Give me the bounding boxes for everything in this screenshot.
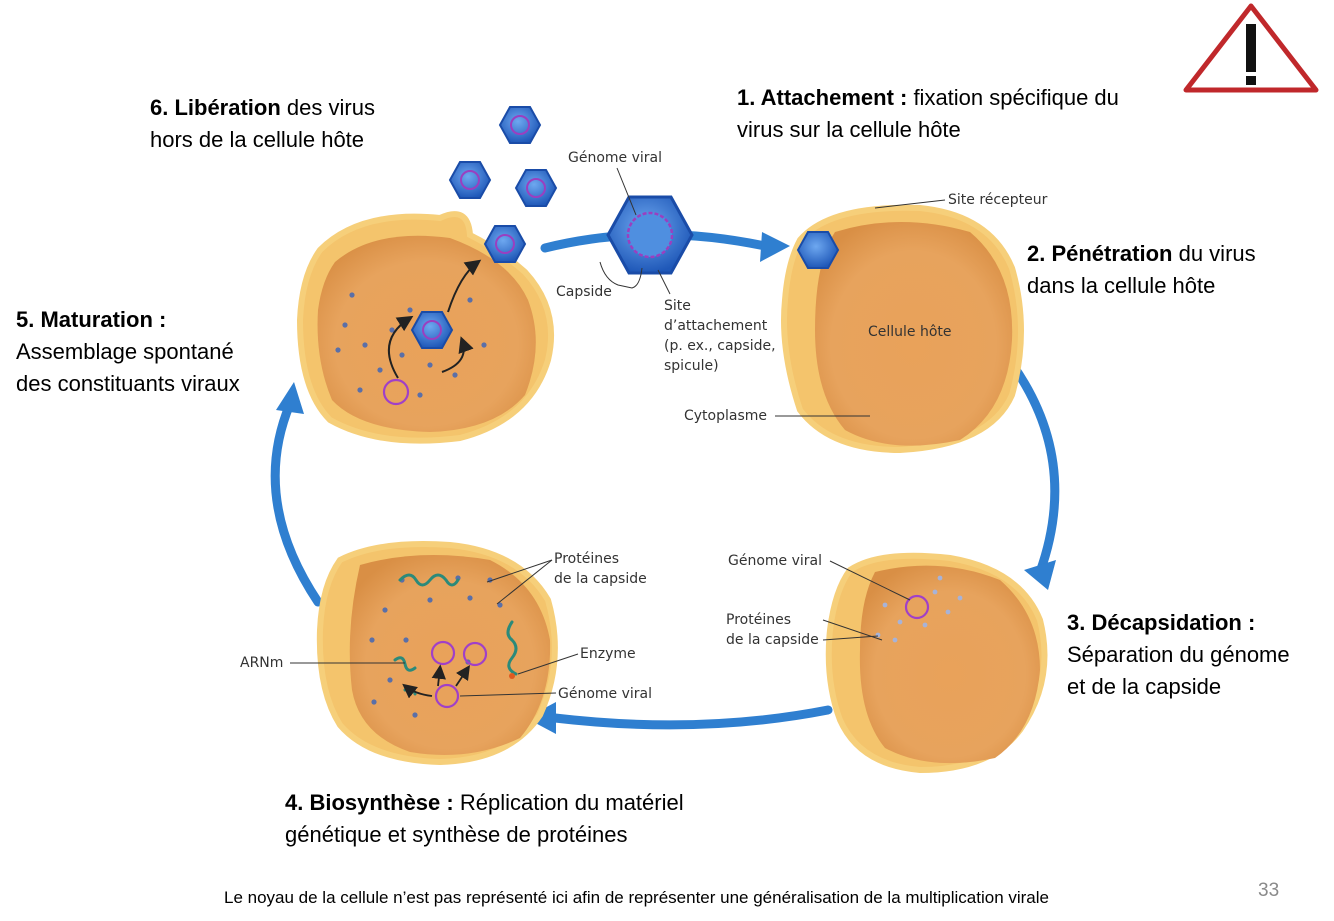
cell-uncoating (825, 552, 1048, 774)
label-cellule-hote: Cellule hôte (868, 324, 952, 340)
label-proteines-capside-s4: Protéines de la capside (554, 549, 647, 589)
footnote: Le noyau de la cellule n’est pas représe… (224, 888, 1049, 907)
leader-lines (290, 167, 946, 697)
cytoplasm-particles (335, 292, 503, 718)
label-capside: Capside (556, 284, 612, 300)
step-6-text: 6. Libération des virus hors de la cellu… (150, 92, 375, 156)
arrow-uncoat-to-biosynth (550, 705, 833, 730)
step-4-line1: Réplication du matériel (453, 790, 684, 815)
step-1-line1: fixation spécifique du (907, 85, 1119, 110)
cell-biosynthesis (316, 541, 558, 766)
label-genome-viral-s3: Génome viral (728, 553, 823, 569)
arrow-penetration-to-uncoat (1007, 359, 1060, 577)
step-4-text: 4. Biosynthèse : Réplication du matériel… (285, 787, 684, 851)
biosynthesis-arrows (402, 664, 470, 699)
biosynthesis-genomes (430, 640, 488, 709)
assembling-virus (410, 311, 454, 349)
step-3-line2: Séparation du génome (1067, 642, 1290, 667)
step-1-line2: virus sur la cellule hôte (737, 117, 961, 142)
label-proteines-capside-s3: Protéines de la capside (726, 610, 819, 650)
step-2-line2: dans la cellule hôte (1027, 273, 1216, 298)
step-5-title: 5. Maturation : (16, 307, 167, 332)
label-enzyme: Enzyme (580, 646, 636, 662)
step-4-line2: génétique et synthèse de protéines (285, 822, 628, 847)
cell-host (781, 204, 1024, 454)
step-2-line1: du virus (1172, 241, 1256, 266)
label-proteines-s3-l2: de la capside (726, 632, 819, 648)
maturation-arrows (388, 259, 482, 379)
label-site-attachement-l3: (p. ex., capside, (664, 338, 776, 354)
genome-circle-maturation (382, 378, 410, 406)
warning-triangle-icon (1183, 3, 1319, 93)
step-1-text: 1. Attachement : fixation spécifique du … (737, 82, 1119, 146)
genome-circle-uncoating (904, 594, 930, 620)
label-cytoplasme: Cytoplasme (684, 408, 768, 424)
step-3-title: 3. Décapsidation : (1067, 610, 1256, 635)
step-1-title: 1. Attachement : (737, 85, 908, 110)
step-6-line2: hors de la cellule hôte (150, 127, 365, 152)
label-site-attachement-l1: Site (664, 298, 691, 314)
step-4-title: 4. Biosynthèse : (285, 790, 454, 815)
label-proteines-s3-l1: Protéines (726, 612, 791, 628)
enzyme-dot (509, 673, 515, 679)
step-6-line1: des virus (280, 95, 375, 120)
step-5-line3: des constituants viraux (16, 371, 240, 396)
step-6-title: 6. Libération (150, 95, 281, 120)
step-5-text: 5. Maturation : Assemblage spontané des … (16, 304, 240, 400)
label-arnm: ARNm (240, 655, 284, 671)
label-site-attachement-l4: spicule) (664, 358, 719, 374)
label-site-attachement: Site d’attachement (p. ex., capside, spi… (664, 296, 776, 376)
label-proteines-s4-l1: Protéines (554, 551, 619, 567)
virus-detail (606, 195, 694, 275)
released-viruses (448, 106, 558, 263)
step-5-line2: Assemblage spontané (16, 339, 234, 364)
page-number: 33 (1258, 880, 1280, 901)
label-site-attachement-l2: d’attachement (664, 318, 768, 334)
arrow-biosynth-to-maturation (270, 399, 323, 607)
label-genome-viral-s4: Génome viral (558, 686, 653, 702)
step-2-title: 2. Pénétration (1027, 241, 1173, 266)
label-proteines-s4-l2: de la capside (554, 571, 647, 587)
step-3-line3: et de la capside (1067, 674, 1222, 699)
label-site-recepteur: Site récepteur (948, 192, 1048, 208)
step-3-text: 3. Décapsidation : Séparation du génome … (1067, 607, 1290, 703)
step-2-text: 2. Pénétration du virus dans la cellule … (1027, 238, 1256, 302)
proteines-particles-s3 (875, 575, 963, 643)
attached-virus (796, 231, 840, 269)
label-genome-viral-top: Génome viral (568, 150, 663, 166)
